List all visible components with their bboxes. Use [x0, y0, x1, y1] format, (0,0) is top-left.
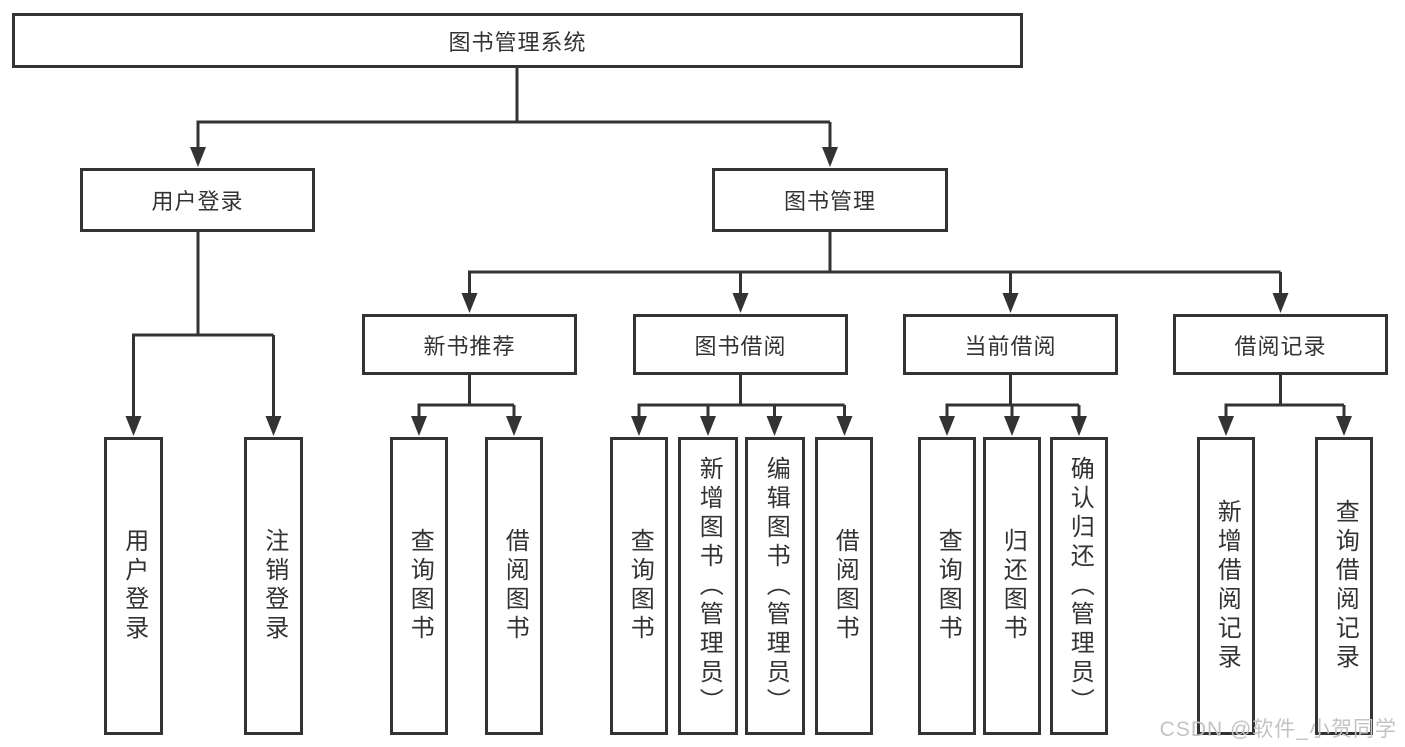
leaf-borrow-books: 借阅图书: [815, 437, 873, 735]
leaf-borrow-books-recommend: 借阅图书: [485, 437, 543, 735]
node-borrow-record: 借阅记录: [1173, 314, 1388, 375]
leaf-logout: 注销登录: [244, 437, 303, 735]
leaf-add-borrow-record: 新增借阅记录: [1197, 437, 1255, 735]
leaf-query-borrow-record: 查询借阅记录: [1315, 437, 1373, 735]
node-new-book-recommend: 新书推荐: [362, 314, 577, 375]
leaf-query-books-current: 查询图书: [918, 437, 976, 735]
node-user-login: 用户登录: [80, 168, 315, 232]
leaf-add-books-admin: 新增图书（管理员）: [678, 437, 738, 735]
leaf-user-login: 用户登录: [104, 437, 163, 735]
leaf-return-books: 归还图书: [983, 437, 1041, 735]
node-book-borrow: 图书借阅: [633, 314, 848, 375]
node-root-library-system: 图书管理系统: [12, 13, 1023, 68]
leaf-query-books-borrow: 查询图书: [610, 437, 668, 735]
leaf-query-books-recommend: 查询图书: [390, 437, 448, 735]
leaf-edit-books-admin: 编辑图书（管理员）: [745, 437, 805, 735]
node-book-management: 图书管理: [712, 168, 948, 232]
leaf-confirm-return-admin: 确认归还（管理员）: [1050, 437, 1108, 735]
node-current-borrow: 当前借阅: [903, 314, 1118, 375]
csdn-watermark: CSDN @软件_小贺同学: [1159, 718, 1397, 741]
